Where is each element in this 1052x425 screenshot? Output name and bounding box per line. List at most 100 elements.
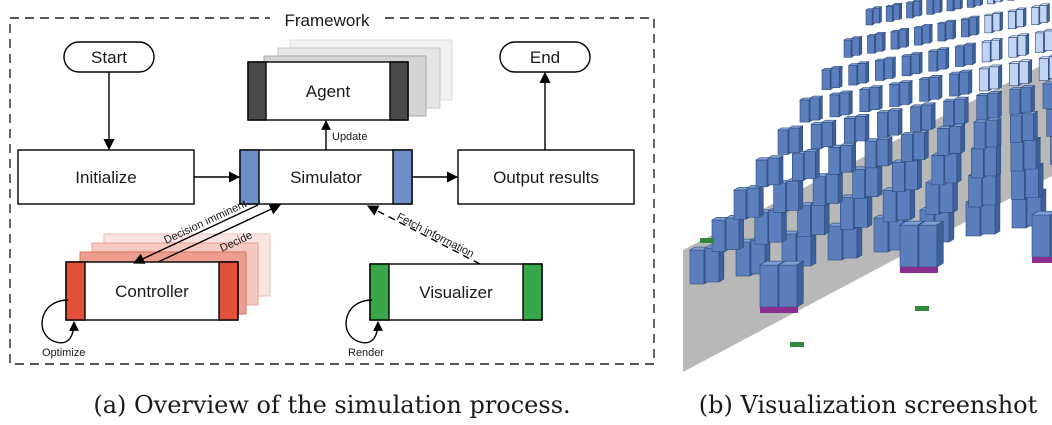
initialize-node[interactable]: [17, 149, 195, 205]
caption-a: (a) Overview of the simulation process.: [93, 391, 570, 419]
storage-rack: [921, 23, 934, 44]
storage-rack: [839, 142, 857, 173]
visualization-screenshot: [683, 0, 1052, 372]
storage-rack: [953, 0, 963, 10]
storage-rack: [979, 196, 1001, 235]
controller-node[interactable]: [65, 261, 239, 321]
storage-rack: [986, 90, 1003, 119]
controller-left-bar: [65, 261, 86, 321]
storage-rack: [983, 143, 1002, 177]
storage-rack: [874, 31, 887, 52]
storage-rack: [767, 207, 788, 243]
storage-rack: [898, 79, 914, 106]
framework-label: Framework: [284, 11, 370, 30]
storage-rack: [825, 171, 844, 205]
visualizer-right-bar: [522, 263, 543, 321]
storage-rack: [944, 19, 957, 40]
storage-rack: [785, 178, 804, 211]
storage-rack: [851, 35, 863, 56]
optimize-label: Optimize: [42, 347, 85, 359]
storage-rack: [910, 51, 924, 75]
fetch-information-arrow: [367, 205, 481, 265]
storage-rack: [787, 125, 804, 154]
storage-rack: [875, 136, 894, 167]
agent-left-bar: [247, 61, 267, 121]
end-label: End: [530, 48, 560, 67]
storage-rack: [958, 69, 973, 95]
storage-rack: [912, 129, 930, 161]
agent-node[interactable]: [247, 61, 409, 121]
storage-rack: [868, 85, 884, 111]
decision-imminent-arrow: [132, 204, 259, 264]
storage-rack: [904, 157, 923, 191]
robot-marker: [915, 306, 929, 311]
output-label: Output results: [493, 168, 599, 187]
decide-arrow: [157, 204, 282, 263]
storage-rack: [974, 0, 983, 6]
storage-rack: [766, 155, 785, 186]
fetch-information-label: Fetch information: [395, 211, 476, 260]
storage-rack: [912, 0, 923, 17]
storage-rack: [991, 11, 1004, 32]
framework-label-bg: [270, 9, 385, 29]
caption-b: (b) Visualization screenshot: [699, 391, 1038, 419]
robot-base: [900, 267, 938, 273]
storage-rack: [1021, 110, 1039, 142]
storage-rack: [1043, 28, 1052, 51]
storage-rack: [1030, 210, 1052, 258]
optimize-loop: [41, 299, 79, 344]
background-foreground: [683, 176, 1052, 372]
storage-rack: [1038, 3, 1051, 24]
robot-marker: [790, 342, 804, 347]
storage-rack: [838, 90, 854, 116]
storage-rack: [917, 220, 945, 268]
storage-rack: [809, 95, 824, 121]
storage-rack: [990, 37, 1004, 61]
storage-rack: [724, 214, 745, 251]
storage-rack: [936, 47, 950, 70]
initialize-label: Initialize: [75, 168, 136, 187]
storage-rack: [745, 184, 765, 218]
agent-right-bar: [389, 61, 409, 121]
storage-rack: [803, 148, 821, 180]
storage-rack: [777, 260, 805, 308]
storage-rack: [1048, 54, 1052, 79]
storage-rack: [897, 27, 910, 48]
storage-rack: [830, 65, 844, 89]
storage-rack: [1016, 33, 1030, 56]
start-label: Start: [91, 48, 127, 67]
storage-rack: [933, 0, 943, 13]
storage-rack: [948, 123, 966, 154]
storage-rack: [1041, 81, 1052, 109]
controller-right-bar: [218, 261, 239, 321]
storage-rack: [928, 74, 944, 100]
simulator-right-bar: [392, 149, 413, 205]
storage-rack: [856, 61, 870, 84]
storage-rack: [892, 2, 903, 20]
rack-field: [688, 0, 1052, 347]
storage-rack: [985, 117, 1003, 148]
controller-label: Controller: [115, 282, 189, 301]
storage-rack: [1018, 59, 1033, 85]
visualizer-label: Visualizer: [419, 283, 493, 302]
storage-rack: [883, 56, 897, 79]
storage-rack: [854, 113, 871, 142]
simulator-node[interactable]: [239, 149, 413, 205]
storage-rack: [1015, 7, 1028, 28]
storage-rack: [994, 0, 1004, 3]
robot-base: [760, 307, 798, 313]
storage-rack: [988, 64, 1003, 90]
storage-rack: [963, 42, 977, 66]
storage-rack: [1045, 106, 1052, 137]
simulator-left-bar: [239, 149, 260, 205]
update-label: Update: [332, 131, 367, 143]
storage-rack: [943, 150, 963, 184]
render-loop: [345, 299, 383, 344]
output-node[interactable]: [457, 149, 635, 205]
storage-rack: [887, 108, 904, 136]
storage-rack: [864, 164, 884, 198]
storage-rack: [953, 96, 970, 125]
render-label: Render: [348, 347, 384, 359]
simulator-label: Simulator: [290, 168, 362, 187]
